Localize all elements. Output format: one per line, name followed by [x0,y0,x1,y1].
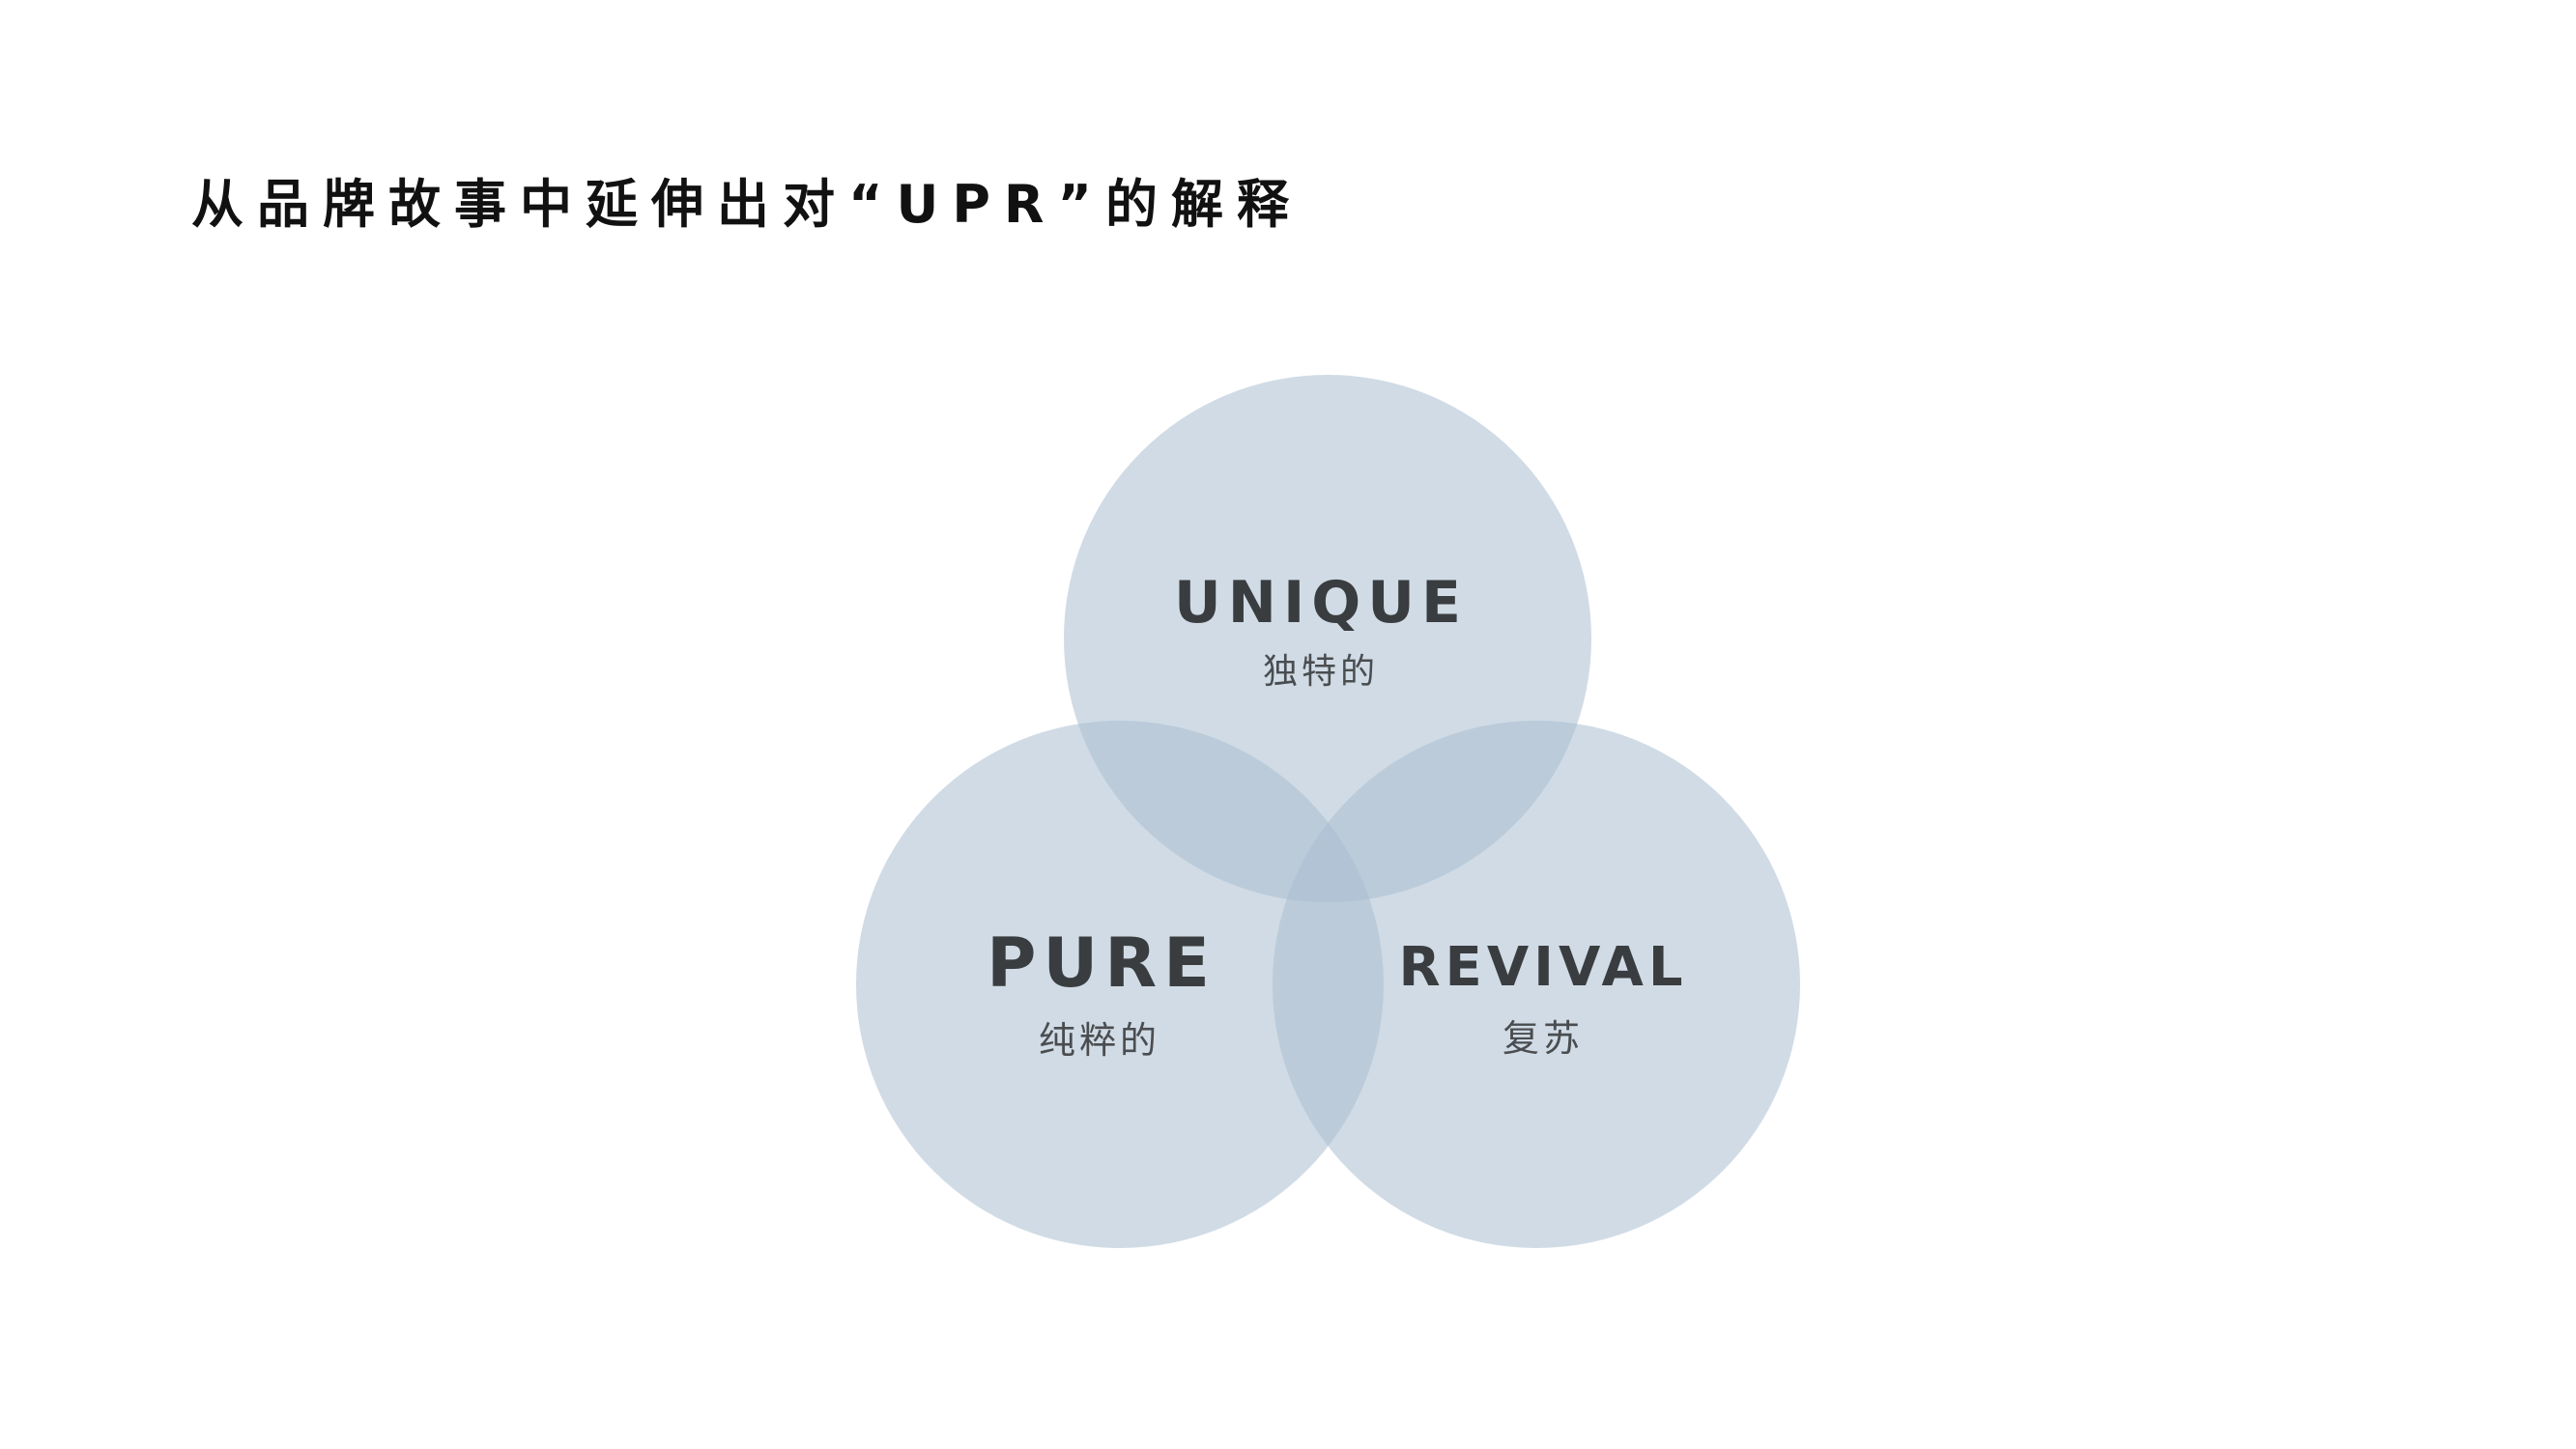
circle-unique-sublabel: 独特的 [1262,652,1380,692]
circle-pure-label: PURE [987,923,1216,1003]
circle-unique-label: UNIQUE [1174,569,1468,637]
circle-pure-sublabel: 纯粹的 [1038,1019,1161,1062]
circle-revival-label: REVIVAL [1398,936,1688,999]
circle-revival [1273,721,1800,1248]
circle-revival-sublabel: 复苏 [1502,1017,1585,1060]
page-title: 从品牌故事中延伸出对“UPR”的解释 [191,174,1302,235]
